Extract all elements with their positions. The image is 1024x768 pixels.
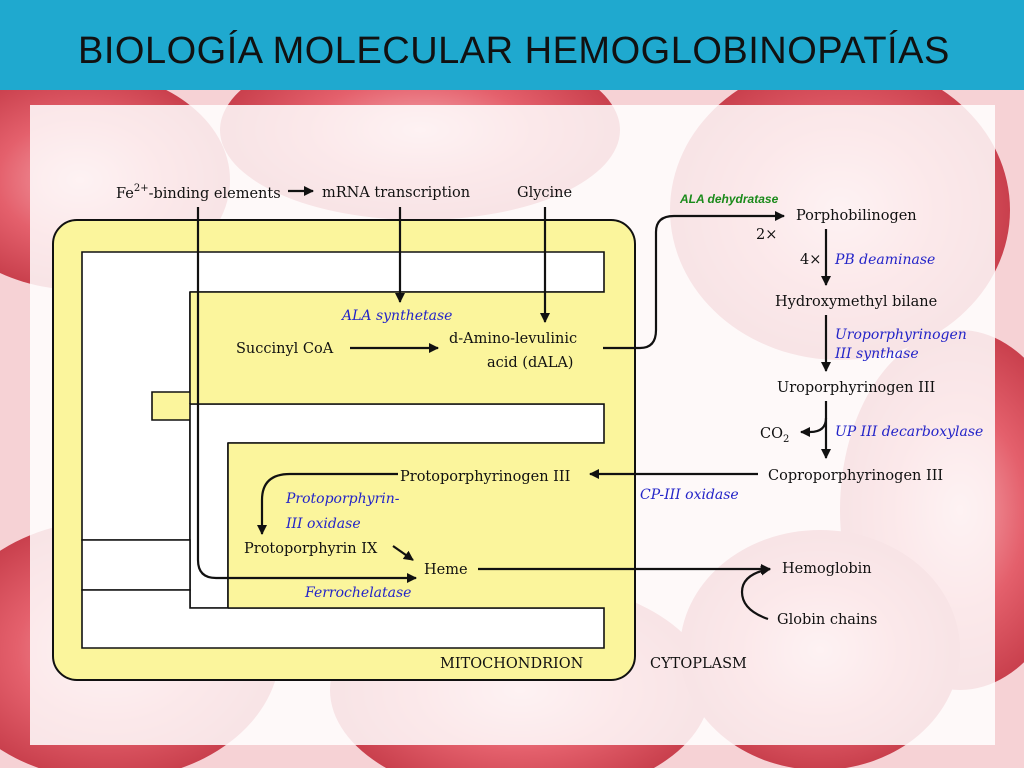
multiplier-2x-label: 2× <box>756 227 777 243</box>
pb-deaminase-label: PB deaminase <box>834 252 935 268</box>
protoporphyrinogen-iii-label: Protoporphyrinogen III <box>400 469 570 485</box>
hydroxymethyl-bilane-label: Hydroxymethyl bilane <box>775 294 937 310</box>
uroporphyrinogen-synthase-label-line2: III synthase <box>834 346 919 362</box>
dala-label-line2: acid (dALA) <box>487 355 573 371</box>
up-iii-decarboxylase-label: UP III decarboxylase <box>835 424 983 440</box>
protoporphyrin-ix-label: Protoporphyrin IX <box>244 541 378 557</box>
dala-label-line1: d-Amino-levulinic <box>449 331 577 347</box>
globin-chains-label: Globin chains <box>777 612 877 628</box>
protoporphyrin-oxidase-label-line2: III oxidase <box>285 516 361 532</box>
arrow-to-co2 <box>800 417 828 437</box>
matrix-lane-bottom <box>228 443 604 608</box>
hemoglobin-label: Hemoglobin <box>782 561 872 577</box>
cp-iii-oxidase-label: CP-III oxidase <box>640 487 739 503</box>
arrow-globin-to-hemoglobin <box>740 565 771 621</box>
protoporphyrin-oxidase-label-line1: Protoporphyrin- <box>285 491 400 507</box>
mrna-transcription-label: mRNA transcription <box>322 185 470 201</box>
ala-dehydratase-label: ALA dehydratase <box>679 192 779 206</box>
ferrochelatase-label: Ferrochelatase <box>304 585 411 601</box>
mitochondrion-cristae-lower <box>81 539 191 591</box>
arrow-fe-to-heme <box>196 207 417 583</box>
cytoplasm-label: CYTOPLASM <box>650 656 747 672</box>
arrow-dala-to-porphobilinogen <box>603 211 785 350</box>
matrix-lane-outline <box>189 291 604 609</box>
title-bar: BIOLOGÍA MOLECULAR HEMOGLOBINOPATÍAS <box>0 0 1024 90</box>
co2-label: CO2 <box>760 426 789 445</box>
ala-synthetase-label: ALA synthetase <box>340 308 452 324</box>
mitochondrion-label: MITOCHONDRION <box>440 656 584 672</box>
slide-title: BIOLOGÍA MOLECULAR HEMOGLOBINOPATÍAS <box>78 30 950 72</box>
multiplier-4x-label: 4× <box>800 252 821 268</box>
arrow-protoporphyrin-to-heme <box>392 545 414 561</box>
uroporphyrinogen-synthase-label-line1: Uroporphyrinogen <box>835 327 967 343</box>
fe-binding-elements-label: Fe2+-binding elements <box>116 183 281 202</box>
glycine-label: Glycine <box>517 185 572 201</box>
porphobilinogen-label: Porphobilinogen <box>796 208 917 224</box>
coproporphyrinogen-iii-label: Coproporphyrinogen III <box>768 468 943 484</box>
arrow-protoporphyrinogen-to-protoporphyrin <box>257 472 398 535</box>
heme-label: Heme <box>424 562 468 578</box>
uroporphyrinogen-iii-label: Uroporphyrinogen III <box>777 380 935 396</box>
succinyl-coa-label: Succinyl CoA <box>236 341 334 357</box>
